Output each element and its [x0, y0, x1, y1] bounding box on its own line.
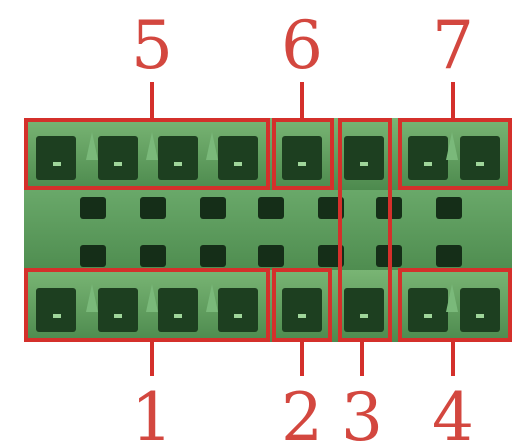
callout-2: 2: [281, 379, 323, 446]
callout-4: 4: [432, 379, 474, 446]
callout-1: 1: [131, 379, 173, 446]
callout-3: 3: [341, 379, 383, 446]
callout-7: 7: [432, 7, 474, 84]
callout-5: 5: [131, 7, 173, 84]
callout-6: 6: [281, 7, 323, 84]
